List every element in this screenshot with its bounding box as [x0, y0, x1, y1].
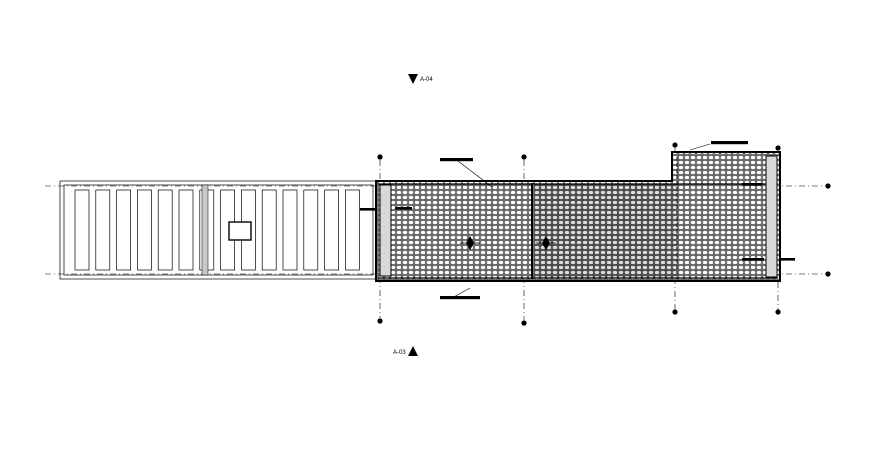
walkway-slat — [157, 189, 173, 271]
skylight-box — [228, 221, 252, 241]
direction-markers — [460, 236, 556, 250]
section-marker-bottom: A-03 — [393, 346, 418, 356]
walkway-slat — [261, 189, 277, 271]
leader-lines — [451, 143, 711, 299]
walkway-frame — [59, 180, 378, 280]
walkway-slat — [282, 189, 298, 271]
section-marker-top: A-04 — [408, 74, 433, 84]
walkway-slat — [178, 189, 194, 271]
wall-bars — [360, 141, 795, 300]
section-arrow-up-icon — [408, 346, 418, 356]
section-arrow-down-icon — [408, 74, 418, 84]
section-label-bottom: A-03 — [393, 350, 406, 356]
walkway-slat — [137, 189, 152, 271]
walkway-slat — [303, 189, 319, 271]
walkway-slat — [324, 189, 339, 271]
walkway-slat — [345, 189, 360, 271]
cover-band — [201, 184, 209, 276]
walkway-slat — [95, 189, 111, 271]
section-label-top: A-04 — [420, 77, 433, 83]
grid-bubble-icon — [377, 142, 831, 326]
paved-slab — [375, 151, 781, 282]
walkway-slat — [116, 189, 131, 271]
walkway-slat — [74, 189, 90, 271]
